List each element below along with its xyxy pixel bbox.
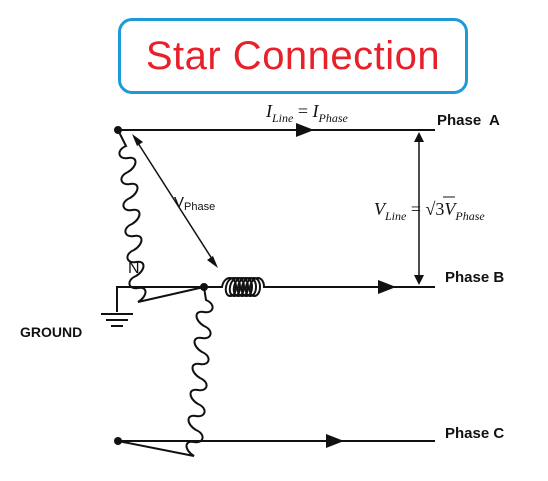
sqrt-number: 3	[435, 199, 444, 219]
i-phase-subscript: Phase	[318, 111, 349, 125]
ground-label: GROUND	[20, 324, 82, 340]
phase-b-label: Phase B	[445, 269, 504, 286]
phase-c-arrow	[326, 434, 344, 448]
coil-phase-b	[204, 277, 360, 297]
v-phase-subscript: Phase	[454, 209, 485, 223]
phase-a-label: Phase A	[437, 112, 500, 129]
sqrt-symbol: √	[426, 199, 436, 219]
v-phase-main: V	[174, 194, 184, 211]
v-phase-label: VPhase	[174, 194, 215, 213]
v-line-arrow-head-top	[414, 132, 424, 142]
ground-wire	[116, 286, 204, 312]
v-phase-arrow-head-top	[132, 134, 143, 146]
voltage-formula: VLine = √3VPhase	[374, 199, 485, 223]
i-equals: =	[293, 101, 312, 121]
neutral-label: N	[128, 260, 140, 277]
phase-a-arrow	[296, 123, 314, 137]
i-line-subscript: Line	[271, 111, 294, 125]
v-line-subscript: Line	[384, 209, 407, 223]
diagram-title: Star Connection	[145, 33, 441, 78]
phase-c-label: Phase C	[445, 425, 504, 442]
v-phase-arrow-head-bottom	[207, 256, 218, 268]
v-line-arrow-head-bottom	[414, 275, 424, 285]
title-box: Star Connection	[118, 18, 468, 94]
v-equals: =	[406, 199, 425, 219]
i-line-symbol: I	[265, 101, 273, 121]
v-phase-symbol: V	[444, 199, 457, 219]
coil-phase-c	[117, 286, 214, 457]
coil-phase-a	[117, 129, 205, 303]
current-formula: ILine = IPhase	[265, 101, 349, 125]
i-phase-symbol: I	[312, 101, 320, 121]
v-phase-arrow-line	[135, 139, 215, 263]
phase-b-arrow	[378, 280, 396, 294]
v-line-symbol: V	[374, 199, 387, 219]
v-phase-sub: Phase	[184, 201, 215, 213]
